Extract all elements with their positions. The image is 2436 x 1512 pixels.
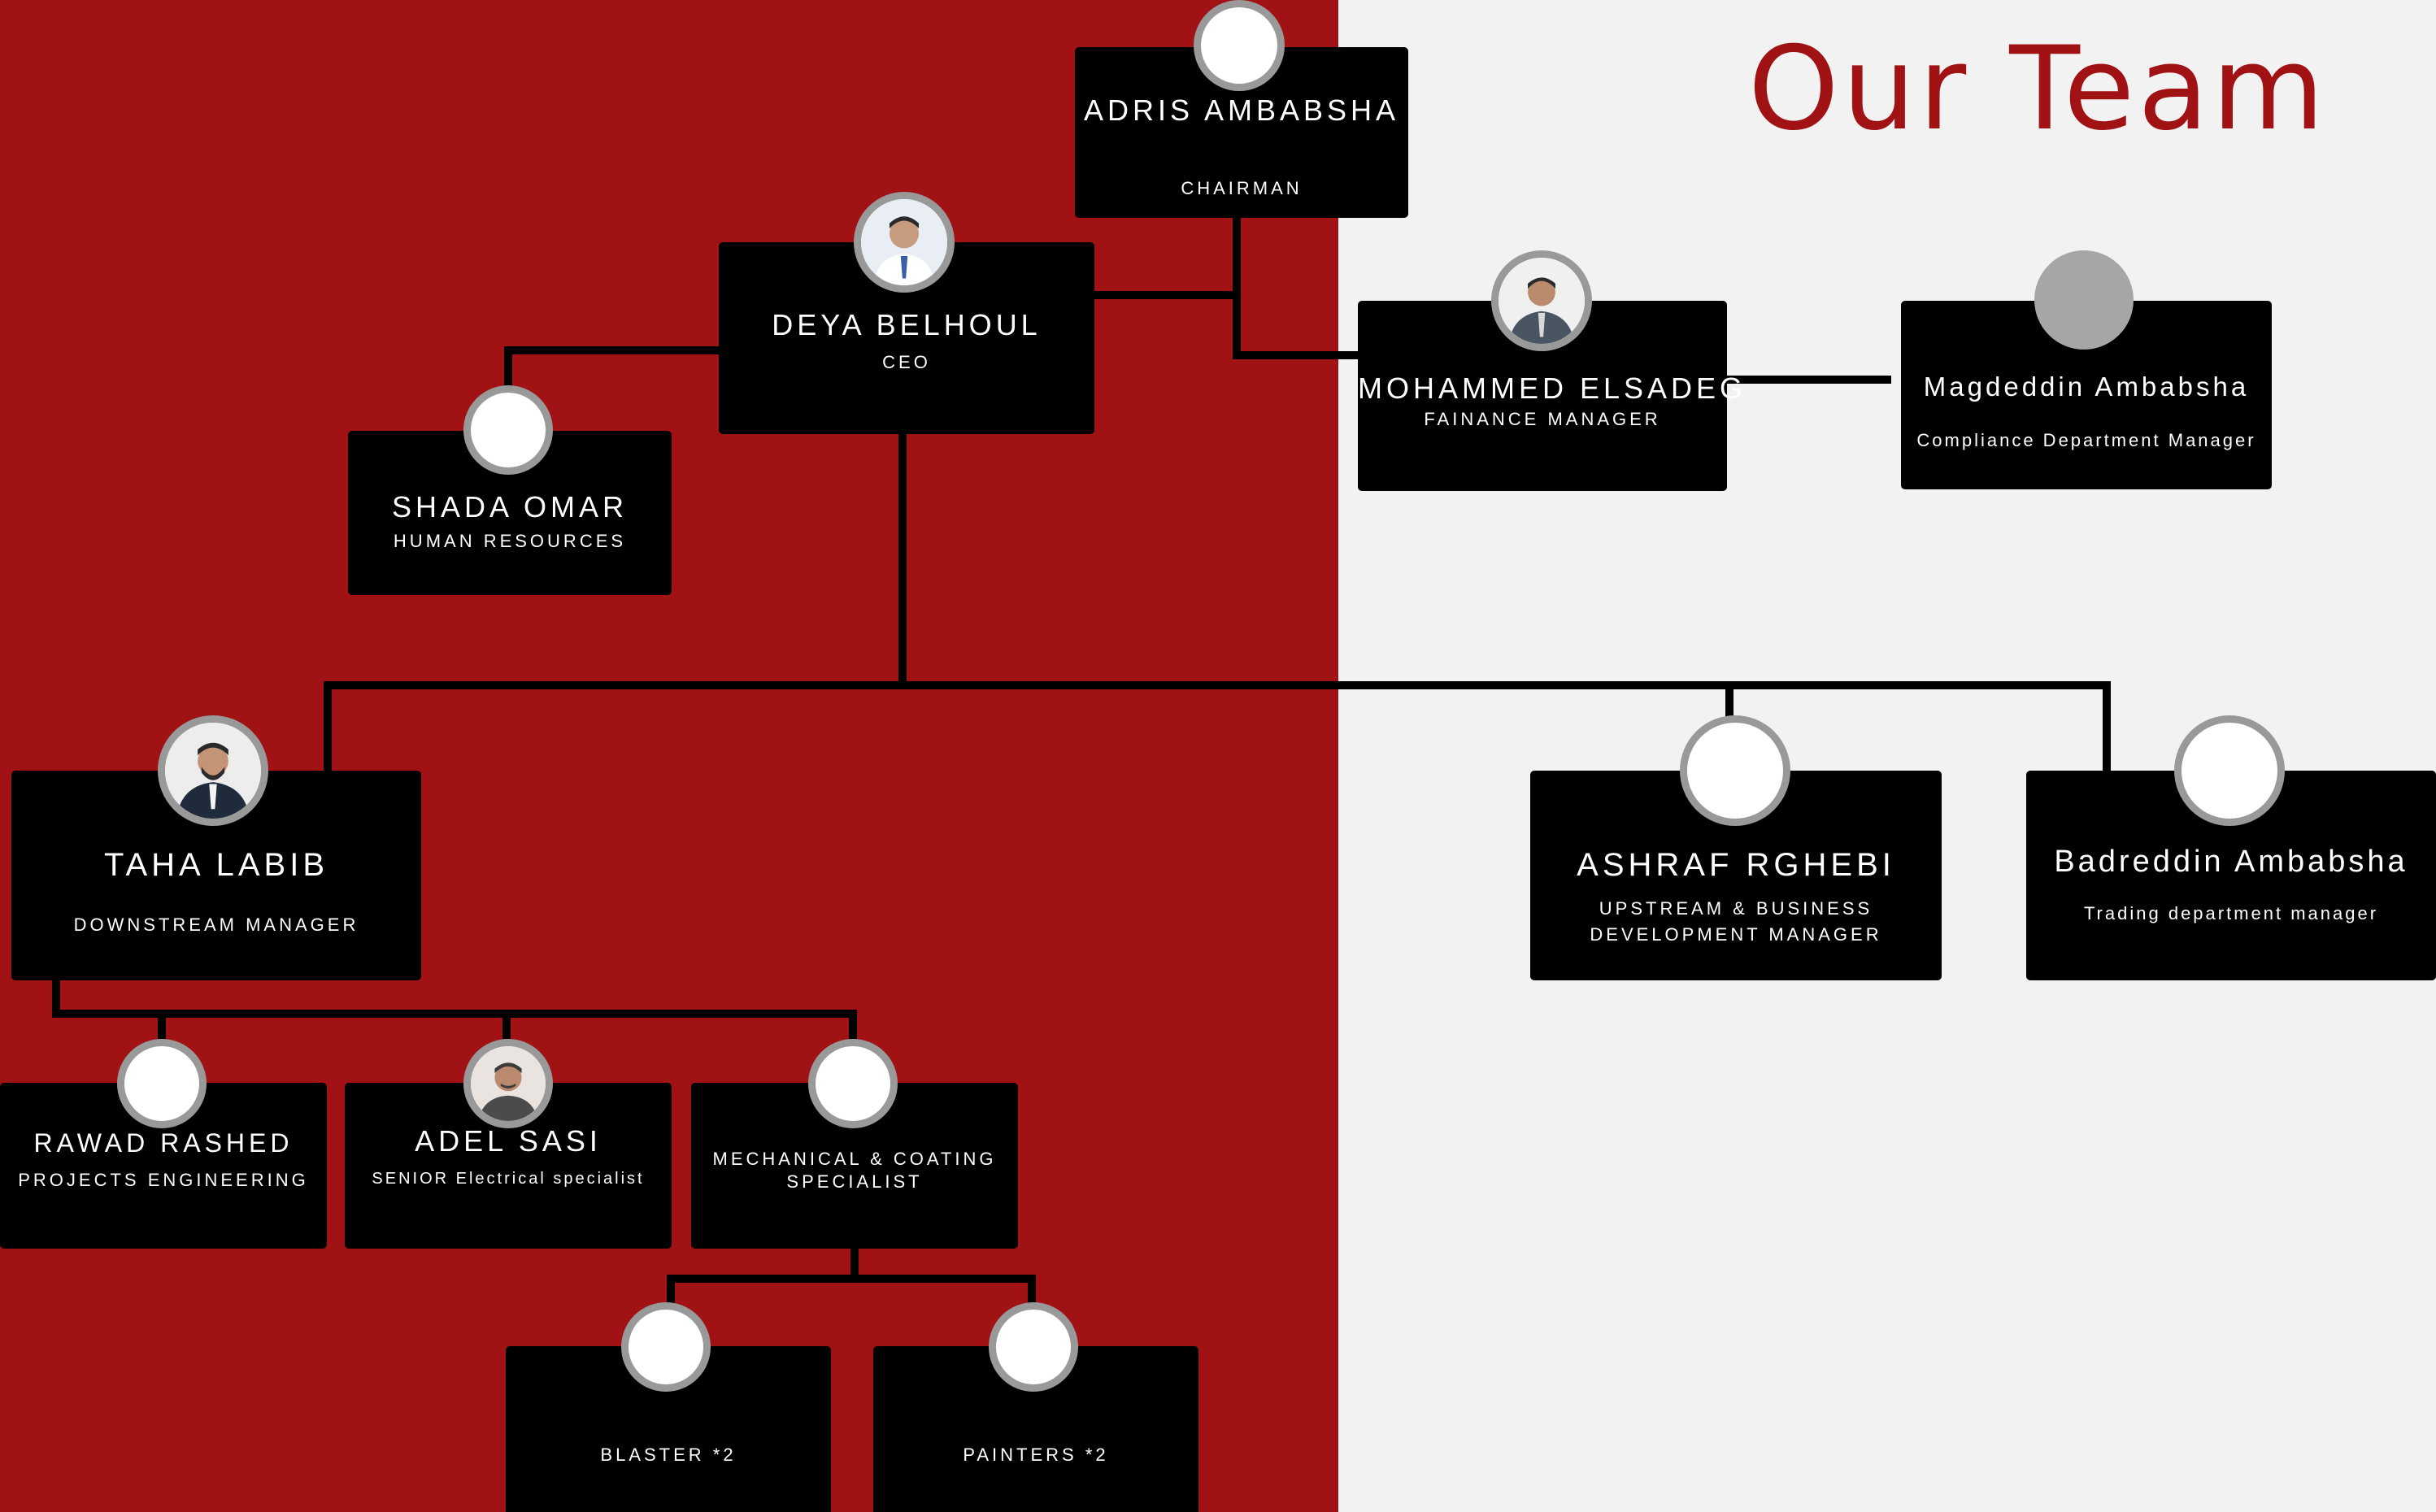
electrical-specialist-role: SENIOR Electrical specialist bbox=[372, 1170, 645, 1188]
chairman-role: CHAIRMAN bbox=[1181, 178, 1303, 198]
downstream-manager-name: TAHA LABIB bbox=[103, 847, 328, 883]
connector-line bbox=[504, 346, 512, 392]
trading-manager-role: Trading department manager bbox=[2083, 903, 2379, 923]
empty-avatar-icon bbox=[117, 1039, 207, 1128]
trading-manager-name: Badreddin Ambabsha bbox=[2054, 845, 2408, 879]
chairman-name: ADRIS AMBABSHA bbox=[1083, 93, 1400, 127]
connector-line bbox=[2103, 681, 2111, 772]
connector-line bbox=[849, 1010, 857, 1039]
connector-line bbox=[1725, 681, 1733, 719]
compliance-manager-name: Magdeddin Ambabsha bbox=[1923, 371, 2250, 402]
connector-line bbox=[667, 1275, 1036, 1283]
upstream-manager-role-line2: DEVELOPMENT MANAGER bbox=[1590, 924, 1882, 945]
finance-manager-role: FAINANCE MANAGER bbox=[1424, 409, 1661, 429]
connector-line bbox=[324, 681, 332, 772]
mechanical-specialist-role-line2: SPECIALIST bbox=[786, 1171, 923, 1192]
empty-avatar-icon bbox=[989, 1302, 1078, 1392]
projects-engineering-name: RAWAD RASHED bbox=[33, 1128, 294, 1158]
connector-line bbox=[504, 346, 724, 354]
empty-avatar-icon bbox=[808, 1039, 898, 1128]
finance-manager-card: MOHAMMED ELSADEG FAINANCE MANAGER bbox=[1358, 301, 1747, 491]
upstream-manager-name: ASHRAF RGHEBI bbox=[1577, 847, 1895, 883]
connector-line bbox=[324, 681, 2111, 689]
electrical-specialist-card: ADEL SASI SENIOR Electrical specialist bbox=[345, 1083, 672, 1249]
gray-avatar-icon bbox=[2034, 250, 2134, 350]
person-photo-icon bbox=[158, 715, 268, 826]
connector-line bbox=[1233, 351, 1359, 359]
page-title: Our Team bbox=[1748, 22, 2328, 156]
connector-line bbox=[1724, 376, 1891, 384]
downstream-manager-role: DOWNSTREAM MANAGER bbox=[73, 915, 359, 935]
painters-role: PAINTERS *2 bbox=[963, 1445, 1109, 1465]
person-photo-icon bbox=[463, 1039, 553, 1128]
hr-role: HUMAN RESOURCES bbox=[393, 531, 627, 551]
finance-manager-name: MOHAMMED ELSADEG bbox=[1358, 371, 1747, 405]
connector-line bbox=[898, 431, 907, 688]
blaster-role: BLASTER *2 bbox=[600, 1445, 737, 1465]
connector-line bbox=[1233, 211, 1241, 358]
empty-avatar-icon bbox=[2174, 715, 2285, 826]
ceo-name: DEYA BELHOUL bbox=[772, 308, 1042, 341]
hr-name: SHADA OMAR bbox=[391, 490, 629, 524]
connector-line bbox=[158, 1010, 166, 1039]
empty-avatar-icon bbox=[621, 1302, 711, 1392]
person-photo-icon bbox=[854, 192, 955, 293]
empty-avatar-icon bbox=[463, 385, 553, 475]
empty-avatar-icon bbox=[1194, 0, 1285, 91]
electrical-specialist-name: ADEL SASI bbox=[415, 1124, 602, 1158]
projects-engineering-role: PROJECTS ENGINEERING bbox=[18, 1170, 309, 1190]
compliance-manager-role: Compliance Department Manager bbox=[1916, 430, 2256, 450]
connector-line bbox=[850, 1245, 859, 1280]
connector-line bbox=[52, 975, 60, 1016]
empty-avatar-icon bbox=[1680, 715, 1790, 826]
connector-line bbox=[667, 1275, 675, 1309]
upstream-manager-role-line1: UPSTREAM & BUSINESS bbox=[1599, 898, 1873, 919]
person-photo-icon bbox=[1491, 250, 1592, 351]
connector-line bbox=[1090, 291, 1241, 299]
mechanical-specialist-role-line1: MECHANICAL & COATING bbox=[712, 1149, 997, 1169]
connector-line bbox=[1028, 1275, 1036, 1309]
ceo-role: CEO bbox=[882, 352, 931, 372]
connector-line bbox=[502, 1010, 511, 1039]
connector-line bbox=[52, 1010, 857, 1018]
